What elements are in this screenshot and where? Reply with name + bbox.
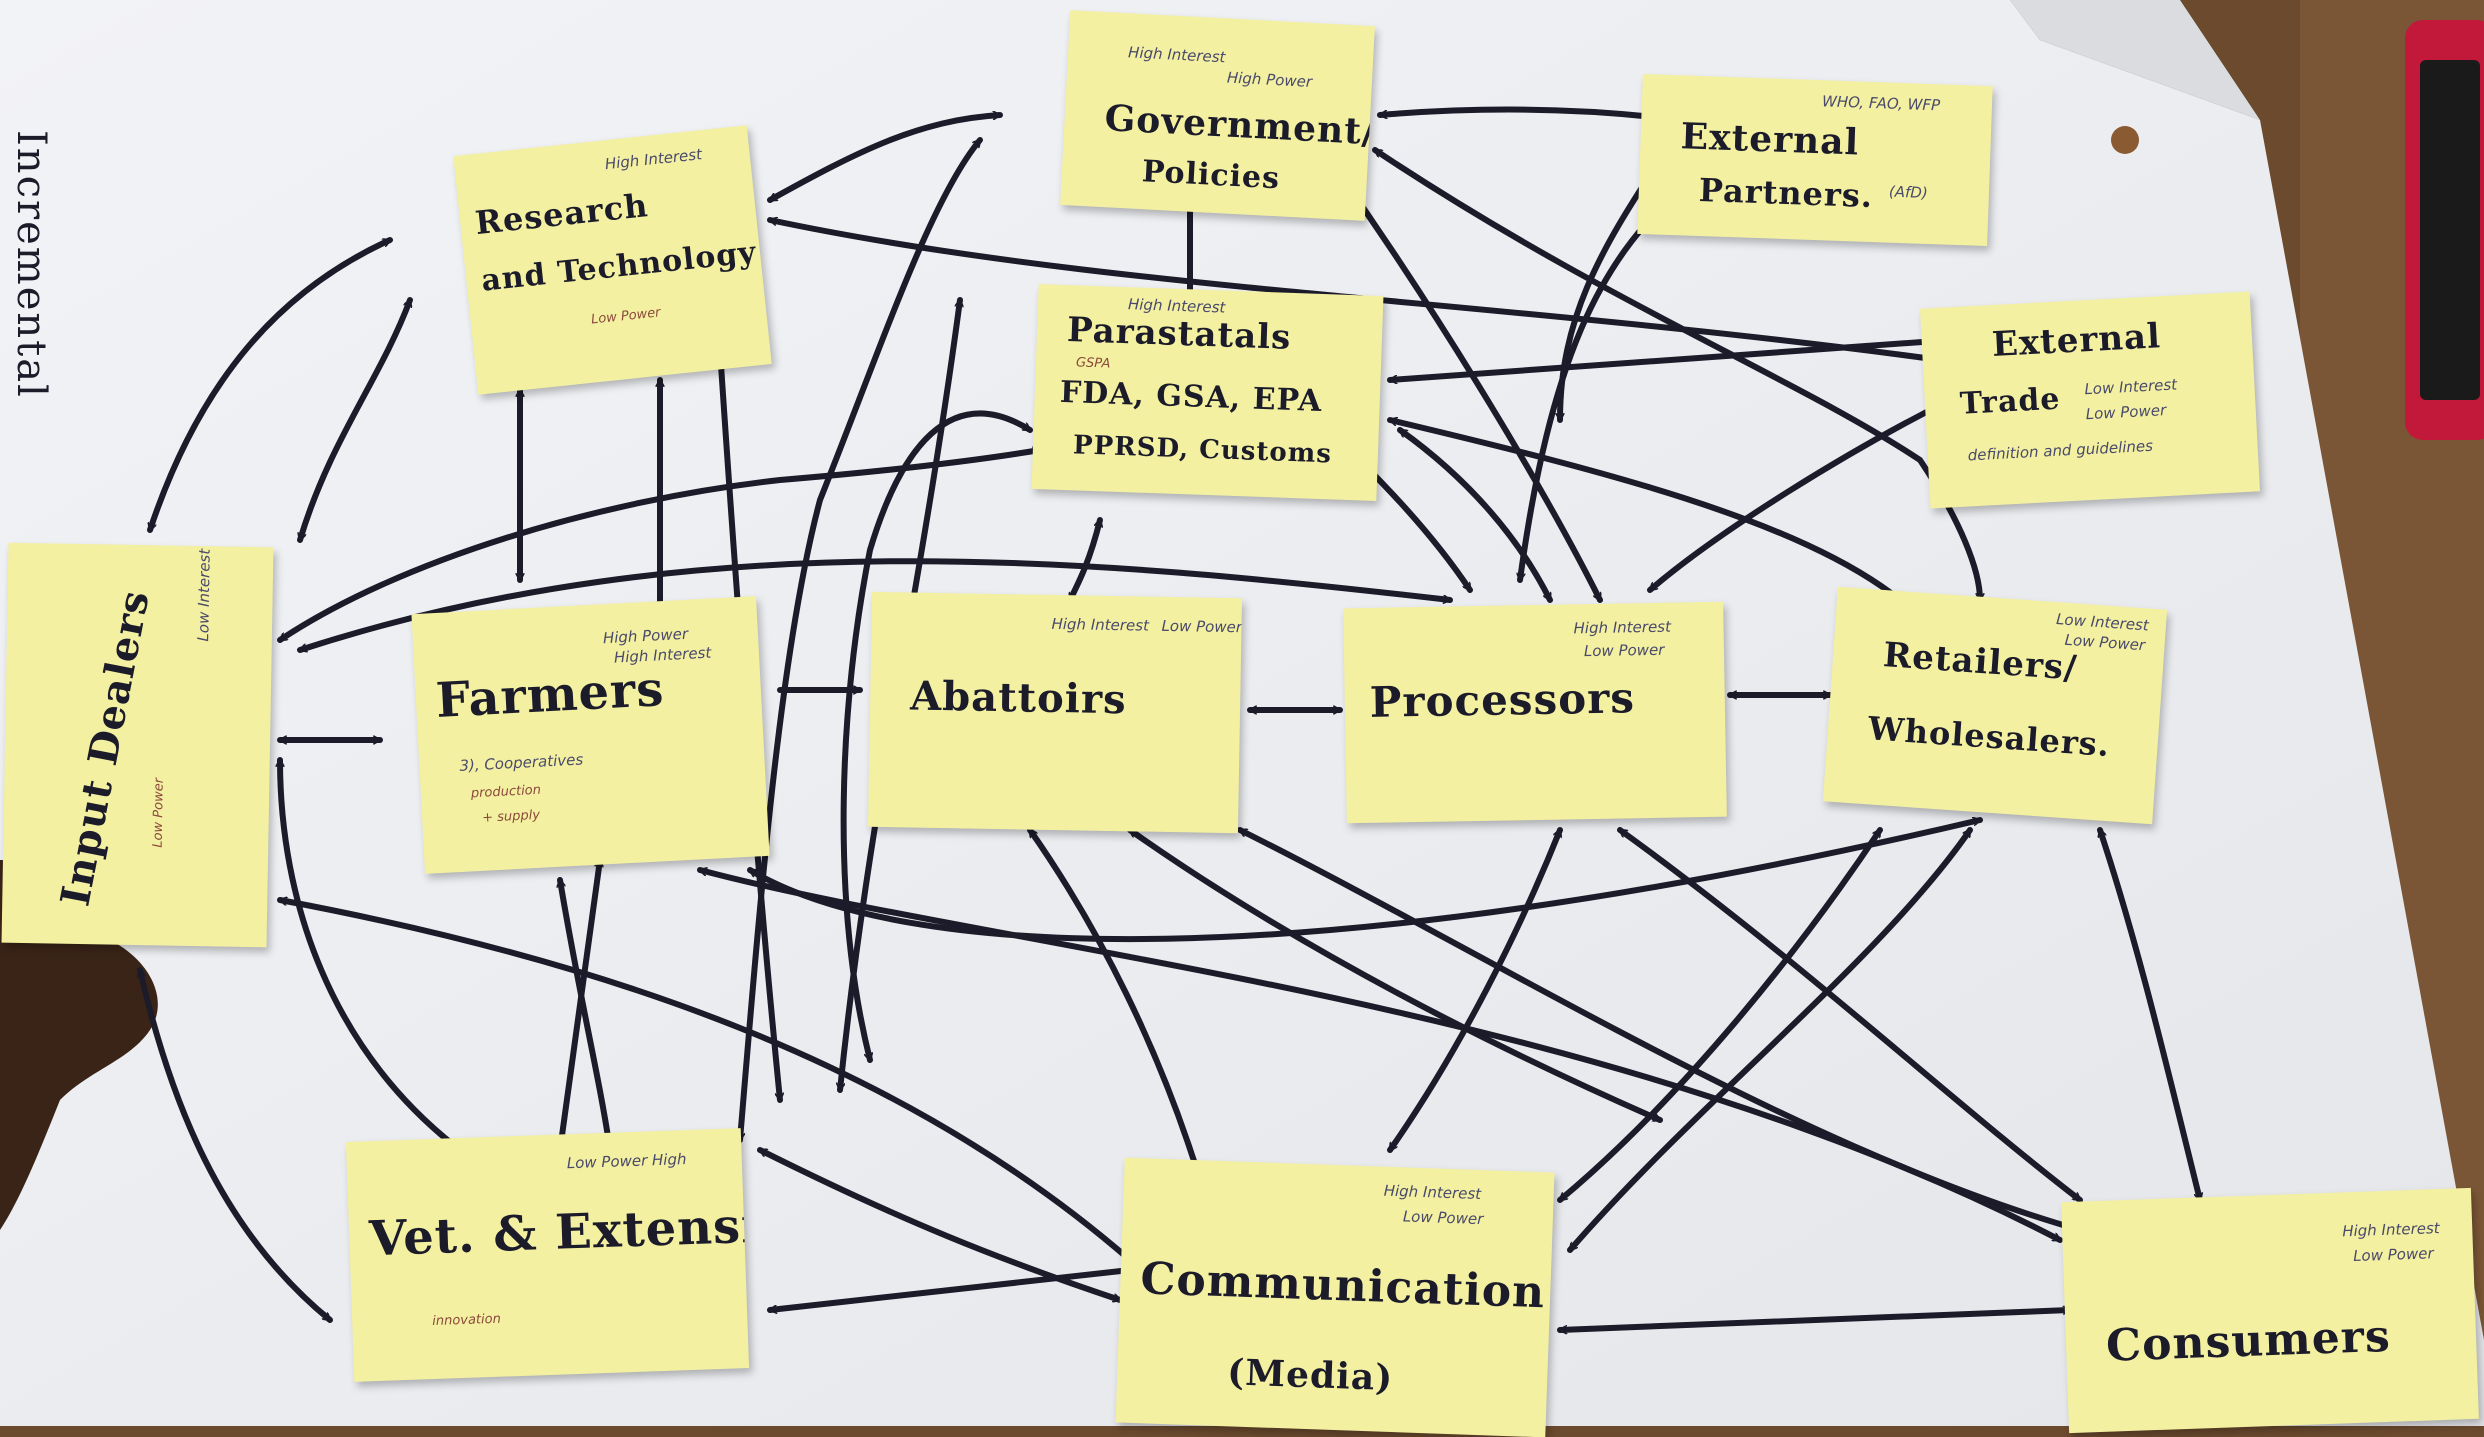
note-government-small-2: High Power [1226,68,1313,91]
note-farmers-small-3: 3), Cooperatives [458,750,584,775]
note-external-trade-title-1: External [1990,316,2162,366]
note-communication-small-2: Low Power [1402,1207,1484,1229]
note-parastatals-title-2: FDA, GSA, EPA [1059,374,1323,419]
note-vet-extension-title: Vet. & Extension [368,1195,750,1268]
note-retailers[interactable]: Retailers/ Wholesalers. Low Interest Low… [1822,586,2168,825]
arrow [757,1147,1123,1303]
note-input-dealers-title: Input Dealers [51,586,159,910]
hand [0,860,158,1230]
note-input-dealers-small-1: Low Interest [194,548,214,642]
note-abattoirs[interactable]: Abattoirs High Interest Low Power [867,591,1243,834]
note-farmers-small-5: + supply [481,807,541,826]
arrow [1557,1310,2073,1330]
note-government-title-1: Government/ [1103,97,1375,154]
note-farmers-small-4: production [470,782,542,802]
note-government-title-2: Policies [1141,154,1281,197]
note-consumers-small-1: High Interest [2341,1219,2440,1241]
note-research-small-2: Low Power [590,305,662,328]
arrow-network [140,106,2200,1330]
arrow [147,237,393,533]
arrow [140,967,333,1323]
note-consumers[interactable]: Consumers High Interest Low Power [2061,1187,2479,1434]
note-vet-extension-small-2: innovation [431,1311,502,1330]
note-processors-small-1: High Interest [1573,617,1672,638]
note-external-partners-small-2: (AfD) [1888,182,1929,202]
note-abattoirs-small-2: Low Power [1161,616,1243,637]
arrow [1647,397,1953,593]
note-parastatals[interactable]: Parastatals FDA, GSA, EPA PPRSD, Customs… [1031,284,1384,501]
note-external-partners[interactable]: External Partners. WHO, FAO, WFP (AfD) [1637,73,1993,247]
phone-screen [2420,60,2480,400]
note-farmers[interactable]: Farmers High Power High Interest 3), Coo… [411,596,770,874]
note-external-trade-title-2: Trade [1959,381,2062,422]
note-farmers-small-1: High Power [602,624,689,648]
note-research[interactable]: Research and Technology High Interest Lo… [453,125,772,395]
note-communication[interactable]: Communication (Media) High Interest Low … [1115,1157,1555,1437]
note-external-trade-small-1: Low Interest [2083,375,2178,399]
note-communication-small-1: High Interest [1383,1181,1482,1204]
note-external-partners-small-1: WHO, FAO, WFP [1821,92,1941,115]
note-parastatals-small-2: GSPA [1075,355,1111,372]
note-external-partners-title-1: External [1680,115,1860,164]
note-parastatals-title-3: PPRSD, Customs [1072,430,1333,470]
note-external-partners-title-2: Partners. [1698,170,1874,216]
paper-fold [2010,0,2260,120]
note-vet-extension-small-1: Low Power High [566,1150,687,1173]
note-external-trade[interactable]: External Trade Low Interest Low Power de… [1919,291,2261,509]
arrow [1067,517,1100,603]
note-consumers-title: Consumers [2105,1310,2392,1372]
arrow [1327,157,1603,603]
note-processors-title: Processors [1369,673,1636,727]
note-parastatals-small-1: High Interest [1127,295,1226,317]
note-parastatals-title-1: Parastatals [1066,310,1292,358]
note-research-title-2: and Technology [479,235,759,299]
arrow [2097,827,2200,1203]
note-abattoirs-title: Abattoirs [909,672,1127,724]
note-input-dealers-small-2: Low Power [150,777,167,848]
note-research-small-1: High Interest [604,145,703,174]
note-farmers-title: Farmers [434,661,666,730]
note-farmers-small-2: High Interest [613,643,712,667]
note-retailers-title-2: Wholesalers. [1866,709,2112,765]
note-communication-title-1: Communication [1139,1253,1547,1319]
note-retailers-title-1: Retailers/ [1881,635,2079,689]
punch-hole [2111,126,2139,154]
note-external-trade-small-3: definition and guidelines [1967,436,2154,465]
note-processors[interactable]: Processors High Interest Low Power [1343,601,1727,824]
note-research-title-1: Research [473,186,651,243]
note-external-trade-small-2: Low Power [2085,401,2167,424]
note-government-small-1: High Interest [1127,43,1226,67]
note-vet-extension[interactable]: Vet. & Extension Low Power High innovati… [345,1128,750,1382]
side-label: Incremental [8,130,54,399]
note-abattoirs-small-1: High Interest [1051,614,1150,635]
note-communication-title-2: (Media) [1226,1351,1394,1400]
note-government[interactable]: Government/ Policies High Interest High … [1060,10,1375,221]
note-processors-small-2: Low Power [1583,640,1665,661]
note-input-dealers[interactable]: Input Dealers Low Interest Low Power [1,542,274,948]
note-consumers-small-2: Low Power [2352,1244,2434,1266]
